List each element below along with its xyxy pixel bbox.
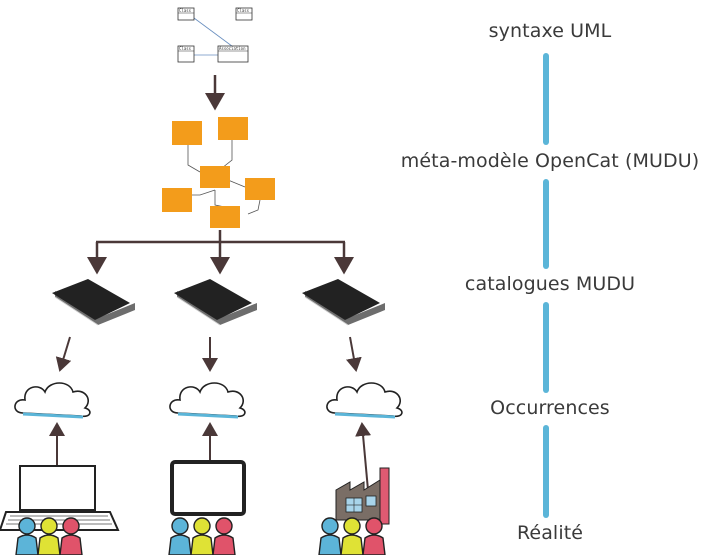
- people-group-icon: [318, 517, 386, 555]
- person-body: [59, 534, 83, 555]
- person-body: [15, 534, 39, 555]
- book-icon: [302, 279, 385, 326]
- level-label-reality: Réalité: [516, 522, 584, 544]
- cloud-icon: [14, 382, 91, 419]
- metamodel-box: [162, 188, 192, 212]
- uml-class-box: Class: [235, 7, 253, 21]
- book-icon: [52, 279, 135, 326]
- arrow-down: [55, 336, 362, 372]
- branch-arrows: [87, 230, 354, 275]
- uml-diagram: Class Class Class Association: [177, 7, 253, 63]
- uml-class-box: Class: [177, 45, 195, 63]
- level-label-metamodel: méta-modèle OpenCat (MUDU): [400, 150, 700, 172]
- cloud-icon: [326, 382, 403, 419]
- person-head: [365, 517, 383, 535]
- person-head: [215, 517, 233, 535]
- metamodel-box: [200, 166, 230, 188]
- uml-class-label: Association: [219, 46, 246, 51]
- person-body: [37, 534, 61, 555]
- person-body: [340, 534, 364, 555]
- metamodel-box: [218, 117, 248, 140]
- metamodel-box: [210, 206, 240, 228]
- level-label-catalogues: catalogues MUDU: [464, 273, 636, 295]
- person-head: [18, 517, 36, 535]
- level-label-occurrences: Occurrences: [490, 397, 610, 419]
- uml-class-label: Class: [179, 8, 192, 13]
- metamodel-box: [245, 178, 275, 200]
- uml-class-label: Class: [237, 8, 250, 13]
- uml-class-box: Association: [217, 45, 249, 63]
- person-body: [362, 534, 386, 555]
- book-icon: [174, 279, 257, 326]
- person-body: [190, 534, 214, 555]
- person-head: [343, 517, 361, 535]
- cloud-icon: [169, 382, 246, 419]
- uml-class-box: Class: [177, 7, 195, 21]
- person-head: [321, 517, 339, 535]
- metamodel-diagram: [162, 117, 275, 228]
- person-head: [62, 517, 80, 535]
- people-group-icon: [168, 517, 236, 555]
- level-label-uml: syntaxe UML: [488, 20, 612, 42]
- person-body: [212, 534, 236, 555]
- person-body: [318, 534, 342, 555]
- factory-icon: [335, 467, 390, 525]
- person-head: [171, 517, 189, 535]
- person-head: [193, 517, 211, 535]
- metamodel-box: [172, 121, 202, 145]
- tablet-icon: [170, 460, 246, 516]
- person-head: [40, 517, 58, 535]
- people-group-icon: [15, 517, 83, 555]
- laptop-icon: [0, 465, 120, 531]
- person-body: [168, 534, 192, 555]
- uml-class-label: Class: [179, 46, 192, 51]
